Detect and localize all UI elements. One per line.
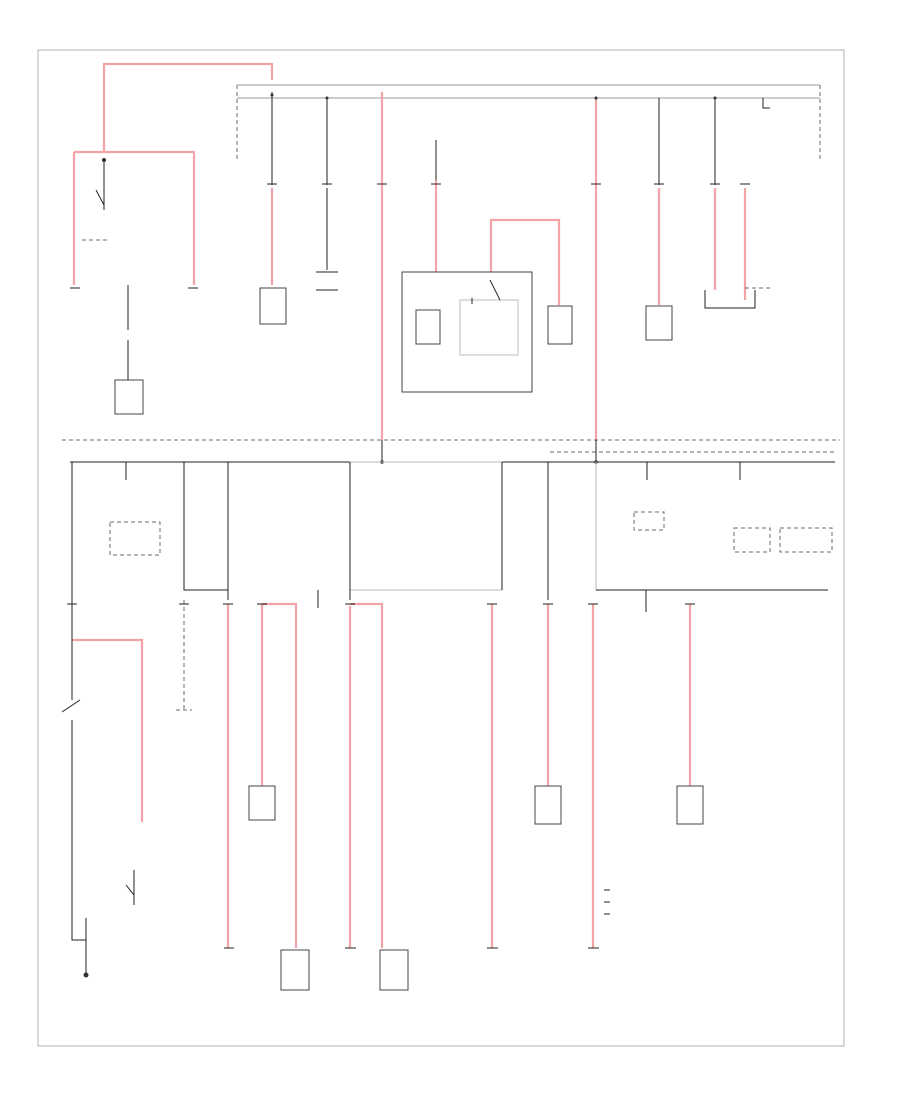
ignition-switch: [82, 158, 110, 241]
top-right-components: [645, 287, 770, 341]
middle-fuse-block: [62, 439, 840, 464]
starter-components: [114, 188, 338, 415]
relays-row: [71, 461, 833, 600]
lower-circuits: [61, 590, 704, 991]
battery-feed-circuit: [72, 62, 747, 440]
diagram-border: [37, 49, 845, 1047]
connectors-top: [70, 183, 750, 289]
top-fuse-block: [236, 84, 821, 185]
body-control-module: [401, 271, 573, 393]
